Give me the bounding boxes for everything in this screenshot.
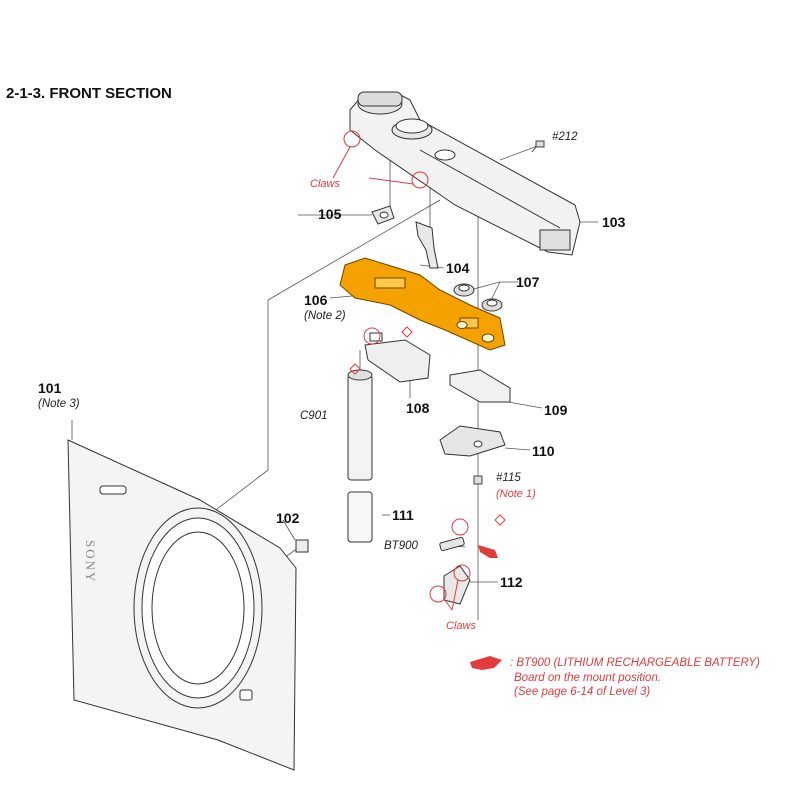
label-109: 109 <box>544 402 568 418</box>
label-107: 107 <box>516 274 540 290</box>
label-claws-top: Claws <box>310 178 340 190</box>
label-108: 108 <box>406 400 430 416</box>
legend-mount-icon <box>470 656 502 670</box>
label-103: 103 <box>602 214 626 230</box>
label-102: 102 <box>276 510 300 526</box>
cover-brand-logo: SONY <box>83 540 98 584</box>
label-101: 101 <box>38 380 62 396</box>
part-101-front-cover <box>67 439 297 771</box>
legend: : BT900 (LITHIUM RECHARGEABLE BATTERY) B… <box>510 656 760 700</box>
label-bt900: BT900 <box>384 540 418 552</box>
label-112: 112 <box>500 574 523 590</box>
part-104-bracket <box>415 221 439 269</box>
part-109-block <box>449 369 511 403</box>
legend-line-3: (See page 6-14 of Level 3) <box>514 686 651 698</box>
mount-position-icon <box>478 545 498 558</box>
part-107-rings <box>453 283 503 312</box>
screw-212 <box>531 140 545 153</box>
label-106: 106 <box>304 292 328 308</box>
part-108-connector <box>364 332 431 383</box>
part-102-button <box>295 539 309 553</box>
part-103-top-cover <box>349 91 581 256</box>
part-106-board <box>339 257 506 351</box>
note-106: (Note 2) <box>304 310 346 322</box>
claw-markers <box>332 130 506 611</box>
note-115: (Note 1) <box>496 488 536 500</box>
note-101: (Note 3) <box>38 398 80 410</box>
legend-line-1: : BT900 (LITHIUM RECHARGEABLE BATTERY) <box>510 657 760 669</box>
label-claws-bottom: Claws <box>446 620 476 632</box>
label-screw-115: #115 <box>496 472 521 484</box>
legend-line-2: Board on the mount position. <box>514 671 662 684</box>
screw-115 <box>473 475 483 485</box>
page-title: 2-1-3. FRONT SECTION <box>6 85 172 102</box>
label-110: 110 <box>532 443 555 459</box>
label-111: 111 <box>392 507 414 523</box>
label-screw-212: #212 <box>552 131 578 143</box>
part-110-bracket <box>439 425 506 457</box>
part-c901-capacitor <box>347 369 373 481</box>
part-105-bracket <box>371 205 395 225</box>
label-104: 104 <box>446 260 470 276</box>
part-bt900-battery <box>439 536 465 552</box>
part-111-sleeve <box>347 491 373 543</box>
label-105: 105 <box>318 206 342 222</box>
label-c901: C901 <box>300 410 328 422</box>
